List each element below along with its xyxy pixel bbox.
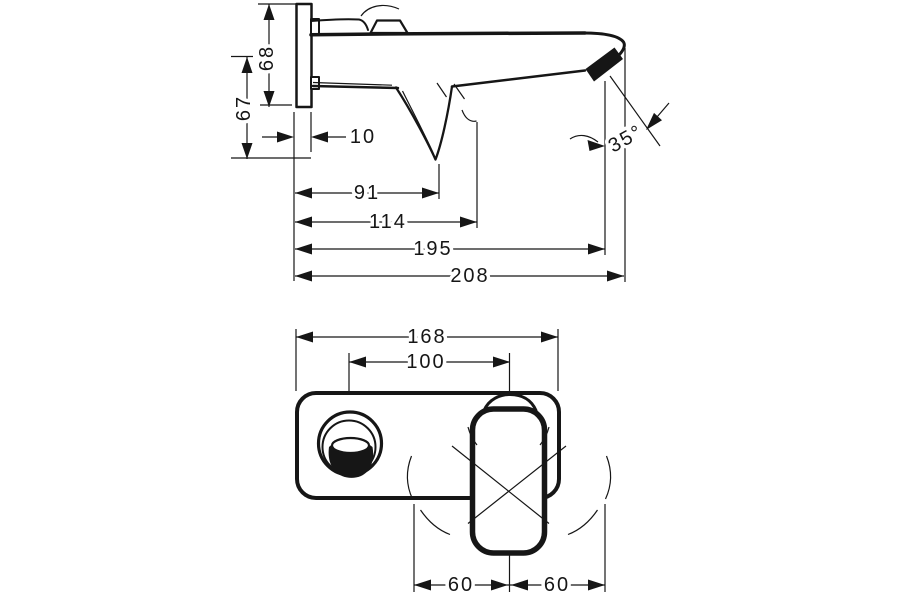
dim-35deg: 35° bbox=[569, 75, 670, 161]
dim-60-right: 60 bbox=[510, 504, 606, 600]
dim-168: 168 bbox=[295, 323, 559, 391]
dim-10-label: 10 bbox=[350, 126, 376, 148]
spout-tip bbox=[581, 31, 626, 62]
dim-208-label: 208 bbox=[450, 265, 489, 287]
dim-60-right-label: 60 bbox=[544, 574, 570, 596]
dim-100: 100 bbox=[348, 348, 510, 391]
stream-hook bbox=[461, 109, 477, 122]
mixer-body-top bbox=[310, 18, 369, 31]
dim-208: 208 bbox=[295, 48, 626, 291]
stream-angle-line bbox=[609, 75, 661, 147]
dim-68-label: 68 bbox=[256, 45, 278, 71]
spout-underside-line bbox=[312, 81, 393, 86]
spout-fin-inner-line bbox=[401, 90, 435, 156]
swing-cross-lines bbox=[451, 445, 567, 524]
outlet-highlight bbox=[330, 436, 371, 455]
side-view: 68 67 10 91 bbox=[230, 2, 670, 291]
swing-arcs bbox=[406, 455, 612, 536]
dim-68: 68 bbox=[253, 3, 296, 107]
water-stream-ticks bbox=[436, 82, 465, 100]
dim-10: 10 bbox=[262, 112, 378, 152]
lever-handle bbox=[469, 406, 548, 556]
dim-100-label: 100 bbox=[406, 351, 445, 373]
spout-outlet bbox=[316, 410, 384, 478]
dim-91: 91 bbox=[295, 164, 440, 208]
dim-35-label: 35° bbox=[605, 121, 647, 158]
dim-67-label: 67 bbox=[233, 95, 255, 121]
dim-114: 114 bbox=[295, 109, 478, 237]
wall-plate bbox=[295, 2, 313, 109]
dim-195: 195 bbox=[295, 81, 606, 264]
aerator bbox=[585, 47, 623, 82]
handle-shoulder-ticks bbox=[467, 426, 550, 446]
spout-fin bbox=[394, 85, 454, 161]
front-view: 168 100 bbox=[295, 323, 612, 600]
handle-motion-arc bbox=[360, 4, 400, 17]
dim-91-label: 91 bbox=[354, 182, 380, 204]
dim-114-label: 114 bbox=[369, 211, 407, 233]
dim-168-label: 168 bbox=[407, 326, 446, 348]
spout-bottom-edge-back bbox=[311, 84, 400, 90]
spout-bottom-edge-front bbox=[450, 69, 587, 88]
spout-top-edge bbox=[309, 31, 587, 37]
handle-dome bbox=[482, 393, 538, 412]
dim-60-left: 60 bbox=[413, 504, 509, 600]
dim-67: 67 bbox=[230, 55, 311, 159]
dim-60-left-label: 60 bbox=[448, 574, 474, 596]
dim-195-label: 195 bbox=[413, 238, 452, 260]
temperature-handle bbox=[369, 19, 409, 35]
